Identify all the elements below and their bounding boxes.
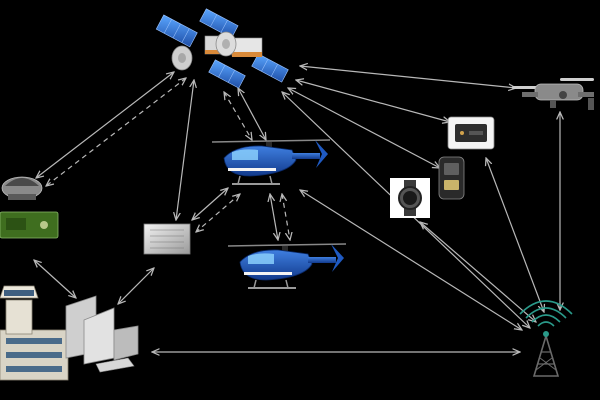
rack-server-icon bbox=[144, 224, 190, 254]
satellite-icon bbox=[156, 9, 288, 88]
link-server-rack-computers-solid bbox=[118, 268, 154, 304]
helicopter-icon bbox=[212, 140, 330, 184]
link-control-tower-computers-solid bbox=[34, 260, 76, 298]
link-satellite-comm-box-solid bbox=[296, 80, 450, 122]
link-helicopter-top-server-rack-solid bbox=[192, 188, 228, 220]
control-tower-icon bbox=[0, 286, 68, 380]
link-helicopter-top-helicopter-bottom-dashed bbox=[282, 194, 290, 240]
communication-terminal-icon bbox=[448, 117, 494, 149]
cell-tower-icon bbox=[520, 301, 572, 376]
link-satellite-helicopter-top-solid bbox=[238, 88, 266, 140]
link-smartwatch-cell-tower-solid bbox=[420, 222, 536, 322]
dome-antenna-icon bbox=[2, 177, 42, 200]
link-helicopter-top-server-rack-dashed bbox=[196, 194, 240, 232]
computer-terminals-icon bbox=[66, 296, 138, 372]
link-helicopter-top-helicopter-bottom-solid bbox=[270, 194, 278, 240]
green-terminal-icon bbox=[0, 212, 58, 238]
link-satellite-dome-antenna-solid bbox=[36, 72, 174, 178]
link-comm-box-cell-tower-solid bbox=[486, 158, 544, 312]
helicopter-icon bbox=[228, 244, 346, 288]
link-satellite-helicopter-top-dashed bbox=[224, 92, 252, 140]
smartwatch-icon bbox=[390, 178, 430, 218]
handheld-radio-icon bbox=[439, 157, 464, 199]
link-satellite-dome-antenna-dashed bbox=[46, 78, 186, 186]
link-satellite-server-rack-solid bbox=[176, 80, 194, 220]
link-satellite-drone-solid bbox=[300, 66, 516, 88]
drone-icon bbox=[512, 78, 594, 110]
